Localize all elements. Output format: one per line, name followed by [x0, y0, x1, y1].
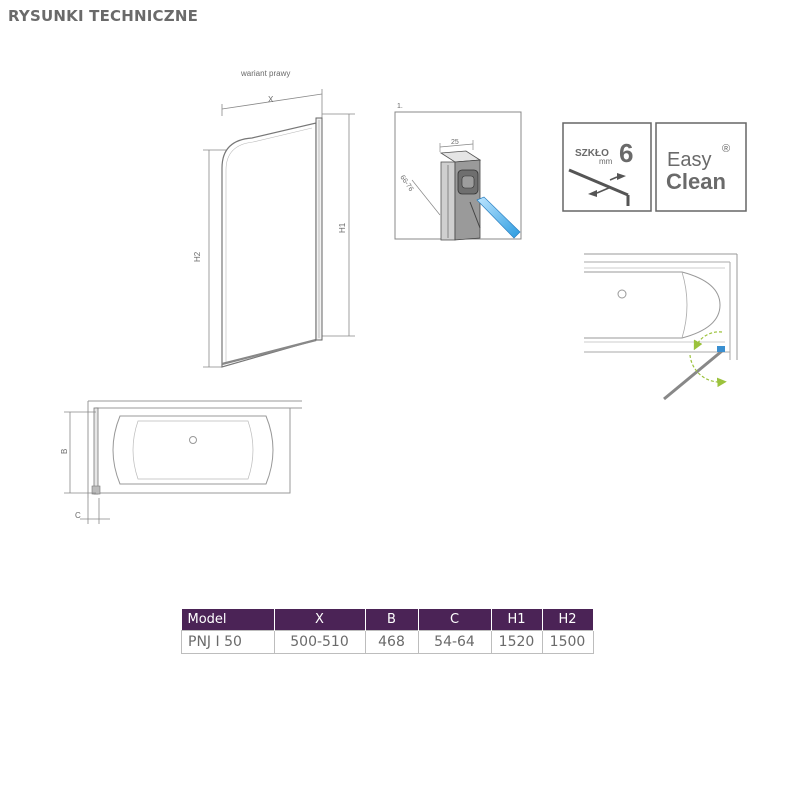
- glass-word: SZKŁO: [575, 148, 609, 159]
- tub-basin: [584, 271, 721, 339]
- rotation-arrow-out: [689, 354, 727, 388]
- profile-detail: 1. 25 66-76: [394, 103, 522, 241]
- dimension-h2-label: H2: [193, 251, 202, 262]
- spec-table-header: Model X B C H1 H2: [181, 609, 594, 631]
- cell-model: PNJ I 50: [181, 630, 275, 654]
- bottom-seal: [221, 338, 317, 366]
- glass-value: 6: [619, 138, 633, 168]
- detail-width-label: 25: [451, 139, 459, 146]
- easy-text: Easy: [667, 149, 711, 171]
- glass-pane-icon: [568, 168, 629, 197]
- col-h1: H1: [491, 609, 543, 631]
- rotated-panel: [663, 349, 723, 401]
- detail-glass: [476, 196, 521, 239]
- dimension-h1-label: H1: [338, 222, 347, 233]
- col-model: Model: [181, 609, 275, 631]
- glass-thickness-badge: SZKŁO mm 6: [562, 122, 652, 212]
- dimension-c-label: C: [75, 511, 81, 520]
- registered-mark: ®: [722, 143, 730, 155]
- panel-plan: [93, 407, 99, 495]
- detail-number: 1.: [397, 103, 403, 110]
- drain-icon: [617, 289, 627, 299]
- table-row: PNJ I 50 500-510 468 54-64 1520 1500: [181, 630, 594, 654]
- clean-text: Clean: [666, 169, 726, 194]
- variant-label: wariant prawy: [240, 69, 290, 78]
- col-h2: H2: [542, 609, 594, 631]
- dimension-b-label: B: [60, 449, 69, 454]
- glass-panel: [221, 122, 317, 368]
- col-c: C: [418, 609, 492, 631]
- cell-h2: 1500: [541, 630, 594, 654]
- dimension-x-line: [221, 93, 323, 110]
- dimension-x-label: X: [268, 95, 274, 104]
- cell-b: 468: [364, 630, 419, 654]
- cell-c: 54-64: [417, 630, 492, 654]
- col-x: X: [274, 609, 366, 631]
- rotation-arrow-in: [693, 331, 723, 351]
- glass-unit: mm: [599, 157, 613, 166]
- tub-basin-inner: [112, 415, 274, 485]
- front-view: wariant prawy X H2 H1: [193, 69, 355, 368]
- page-title: RYSUNKI TECHNICZNE: [8, 7, 199, 25]
- hinge-icon: [717, 346, 725, 352]
- easy-clean-badge: Easy ® Clean: [655, 122, 747, 212]
- cell-x: 500-510: [273, 630, 366, 654]
- drain-icon-bathtub: [189, 436, 197, 444]
- col-b: B: [365, 609, 419, 631]
- rotation-top-view: [584, 253, 738, 401]
- spec-table: Model X B C H1 H2 PNJ I 50 500-510 468 5…: [181, 609, 594, 654]
- cell-h1: 1520: [490, 630, 543, 654]
- bathtub-top-view: B C: [60, 400, 302, 524]
